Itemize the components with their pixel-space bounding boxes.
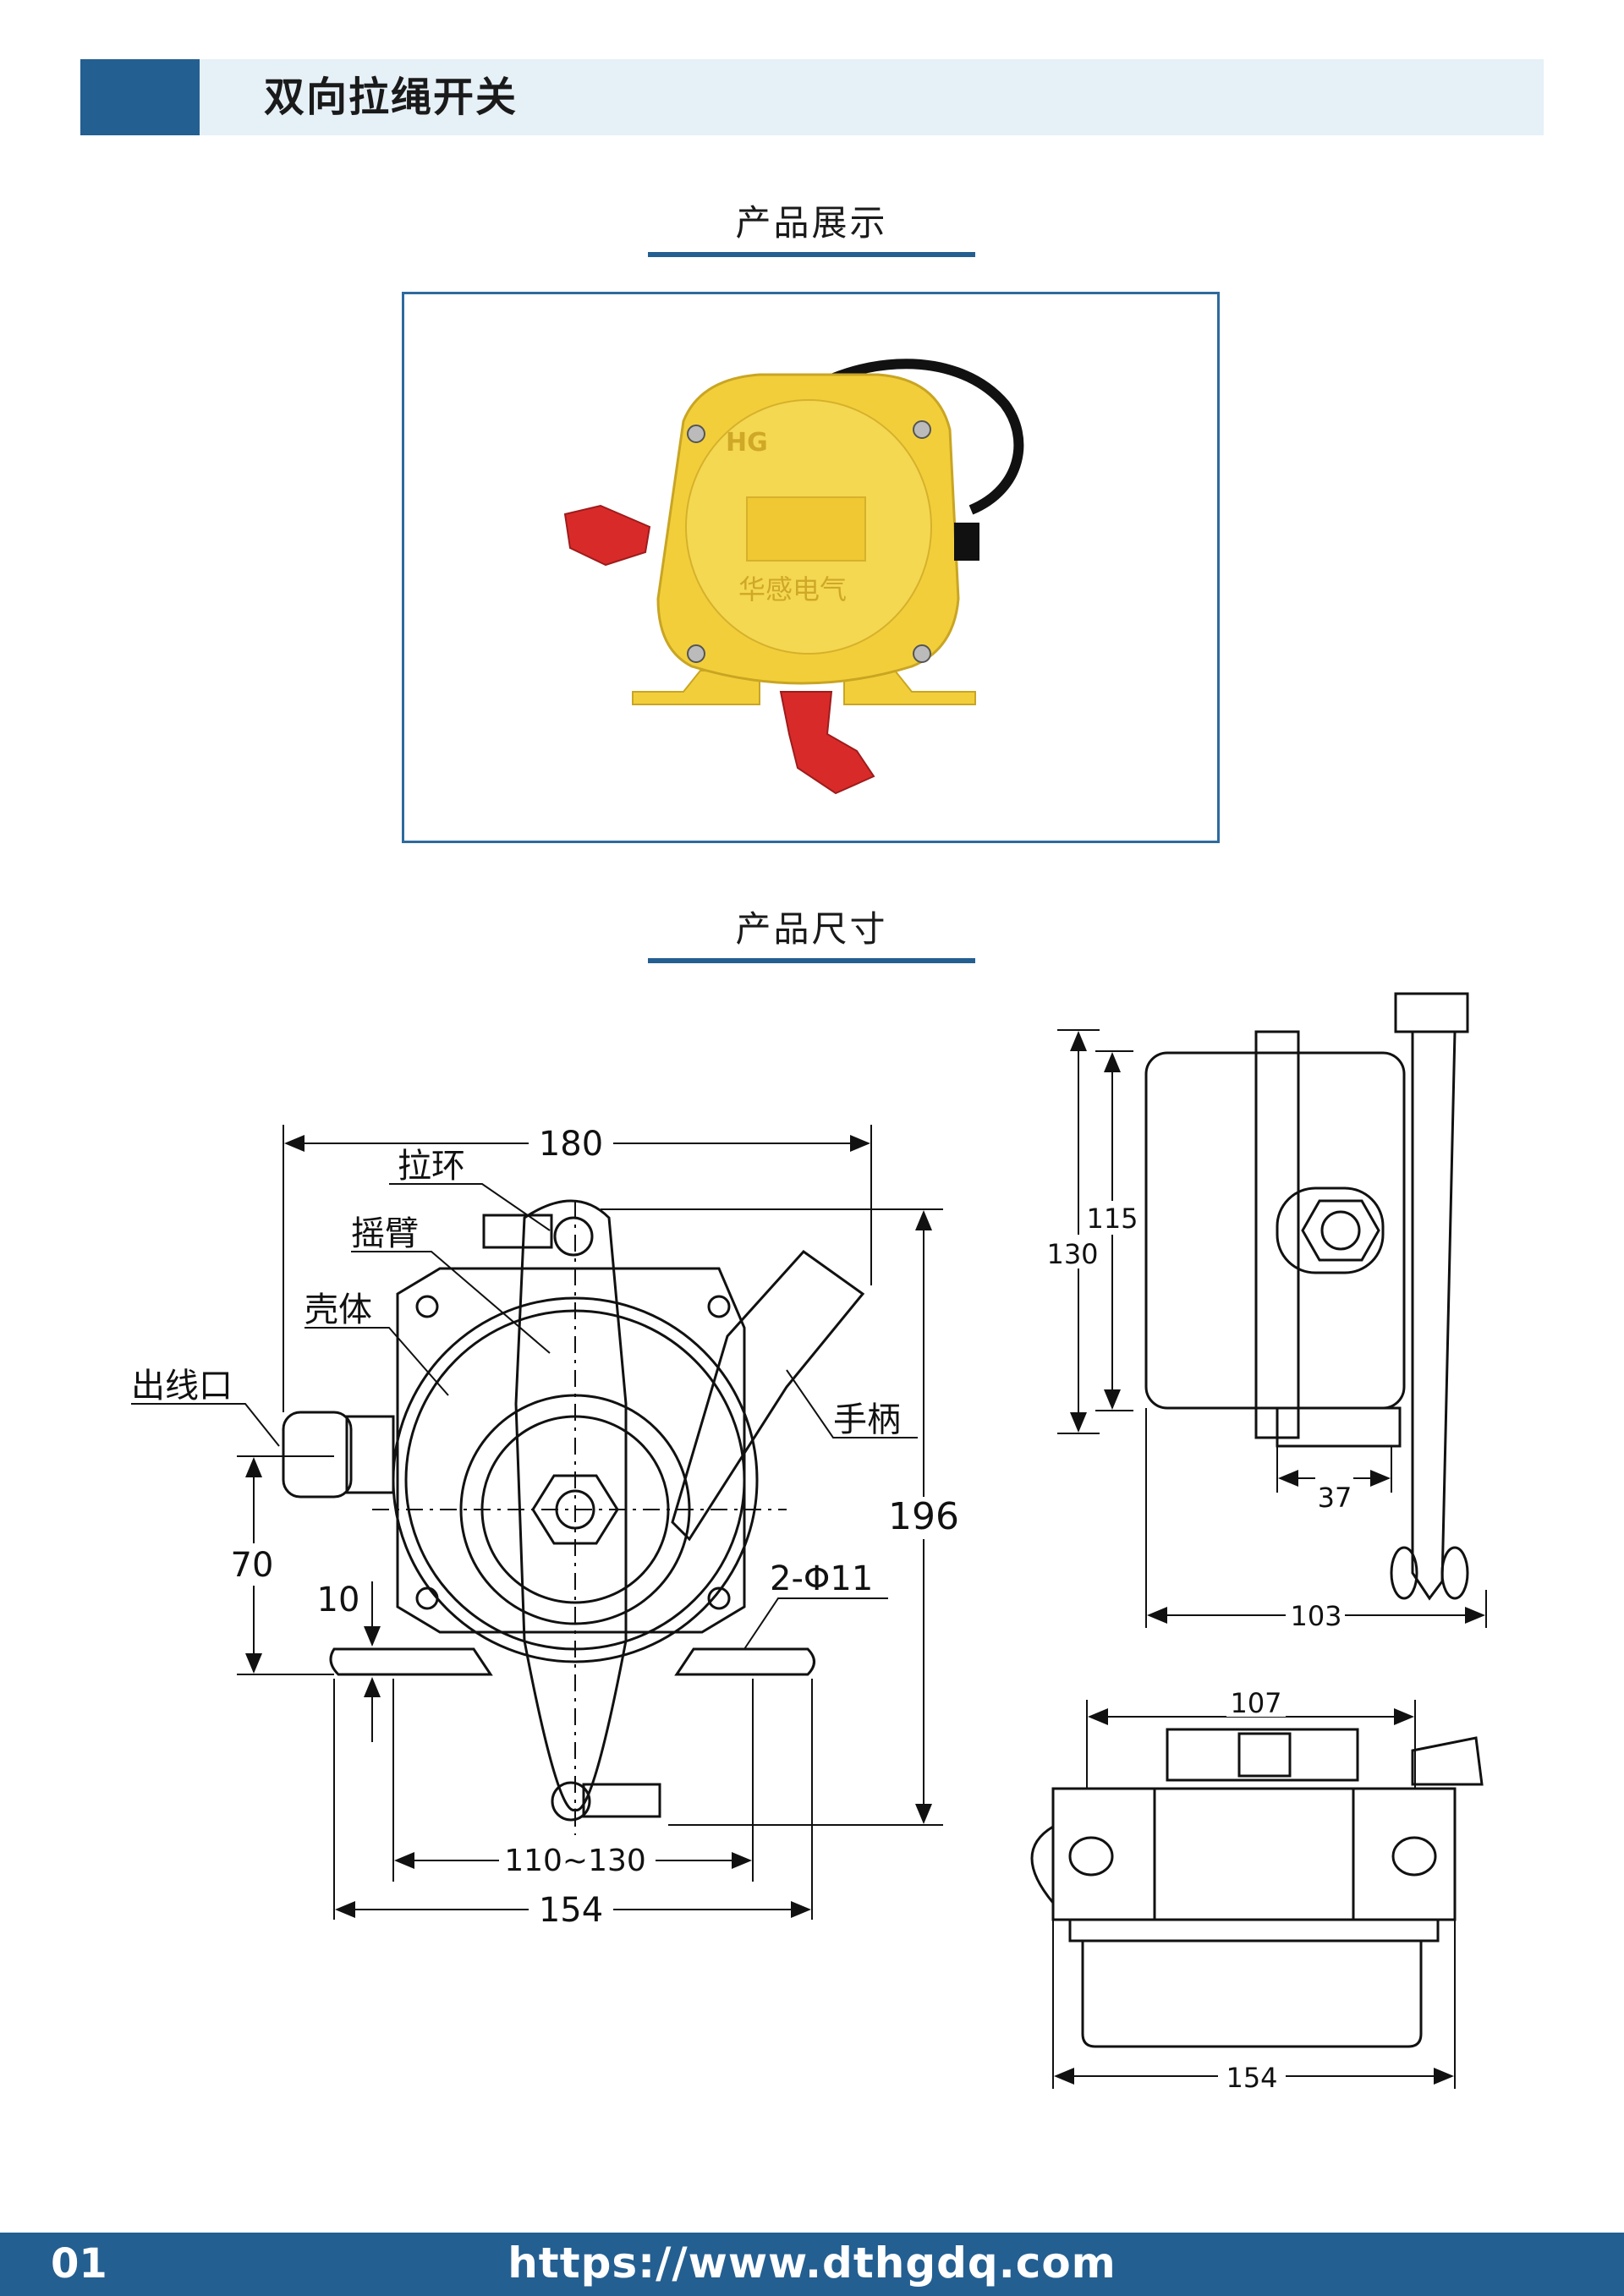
housing-plate (396, 1267, 746, 1634)
header-accent-block (80, 59, 200, 135)
side-body (1144, 1051, 1406, 1410)
side-view (1144, 992, 1469, 1601)
top-view (1030, 1728, 1484, 2048)
top-pivot (553, 1216, 594, 1257)
handle (671, 1250, 865, 1542)
product-photo: HG 华感电气 (563, 359, 1024, 795)
dimension-drawing: 180 196 70 10 110~130 154 2-Φ11 拉环 摇臂 壳体… (131, 992, 1487, 2094)
dim-top-width: 107 (1230, 1687, 1281, 1719)
side-arm (1411, 1030, 1457, 1601)
brand-text: 华感电气 (738, 573, 847, 606)
product-photo-frame: HG 华感电气 (402, 292, 1220, 843)
side-nut-bore (1320, 1210, 1361, 1251)
page-number: 01 (51, 2240, 107, 2288)
mount-hole (415, 1295, 439, 1318)
side-top-ring (1394, 992, 1469, 1033)
rocker-arm (514, 1199, 628, 1811)
brand-logo: HG (726, 428, 768, 458)
side-nut (1301, 1199, 1380, 1262)
pull-ring-tab (482, 1214, 553, 1249)
screw (687, 644, 705, 663)
label-plate (746, 496, 866, 562)
dim-bottom-width: 154 (1226, 2062, 1277, 2094)
page-title: 双向拉绳开关 (264, 74, 518, 121)
top-housing (1081, 1939, 1423, 2048)
side-base (1276, 1406, 1402, 1448)
mount-hole (415, 1586, 439, 1610)
top-handle (1411, 1736, 1484, 1786)
mount-hole (707, 1295, 731, 1318)
section-rule-dimensions (648, 958, 975, 963)
dim-offset: 37 (1318, 1482, 1352, 1514)
footer-bar (0, 2233, 1624, 2296)
callout-housing: 壳体 (304, 1290, 372, 1329)
red-rocker-arm (779, 691, 875, 795)
side-dimension-lines (1057, 1029, 1487, 1628)
front-dimension-lines (131, 1125, 943, 1920)
screw (687, 425, 705, 443)
cable-gland-nut (345, 1415, 395, 1494)
dim-mount-spacing: 110~130 (504, 1844, 646, 1878)
right-foot (674, 1647, 815, 1676)
callout-cable-outlet: 出线口 (131, 1367, 233, 1406)
callout-handle: 手柄 (833, 1400, 901, 1439)
section-title-display: 产品展示 (735, 202, 888, 244)
dim-foot-thickness: 10 (317, 1581, 360, 1619)
callout-rocker-arm: 摇臂 (351, 1214, 419, 1253)
mount-hole (707, 1586, 731, 1610)
front-dimension-labels: 180 196 70 10 110~130 154 2-Φ11 拉环 摇臂 壳体… (131, 1125, 968, 1931)
side-dimension-labels: 130 115 37 103 (1045, 1201, 1353, 1632)
dim-cable-height: 70 (231, 1546, 274, 1585)
side-boss (1276, 1186, 1385, 1274)
bottom-pivot (551, 1781, 591, 1822)
top-dimension-lines (1052, 1700, 1456, 2089)
screw (913, 644, 931, 663)
footer-url-link[interactable]: https://www.dthgdq.com (508, 2238, 1116, 2288)
top-hole (1391, 1836, 1437, 1877)
top-lip (1068, 1918, 1440, 1943)
header-bar (80, 59, 1544, 135)
left-foot (329, 1647, 493, 1676)
top-slot-block (1237, 1732, 1292, 1778)
dim-width-top: 180 (539, 1125, 603, 1164)
side-bottom-roller (1390, 1546, 1418, 1600)
callout-pull-ring: 拉环 (398, 1147, 465, 1186)
top-dimension-labels: 107 154 (1218, 1687, 1286, 2094)
red-handle (563, 504, 651, 567)
dim-base-width: 154 (539, 1891, 603, 1930)
screw (913, 420, 931, 439)
top-hole (1068, 1836, 1114, 1877)
dim-holes: 2-Φ11 (770, 1559, 873, 1598)
dim-outer-height: 130 (1046, 1238, 1098, 1270)
section-title-dimensions: 产品尺寸 (735, 908, 888, 950)
cable-outlet (282, 1411, 353, 1499)
dim-depth: 103 (1290, 1600, 1341, 1632)
bottom-ring-tab (582, 1783, 661, 1818)
dim-height: 196 (888, 1495, 959, 1538)
dim-inner-height: 115 (1086, 1203, 1138, 1235)
cable-gland (954, 523, 979, 561)
top-gland (1030, 1825, 1055, 1904)
top-slot (1166, 1728, 1359, 1782)
section-rule-display (648, 252, 975, 257)
side-bottom-roller (1440, 1546, 1469, 1600)
centre-lines (372, 1201, 787, 1835)
